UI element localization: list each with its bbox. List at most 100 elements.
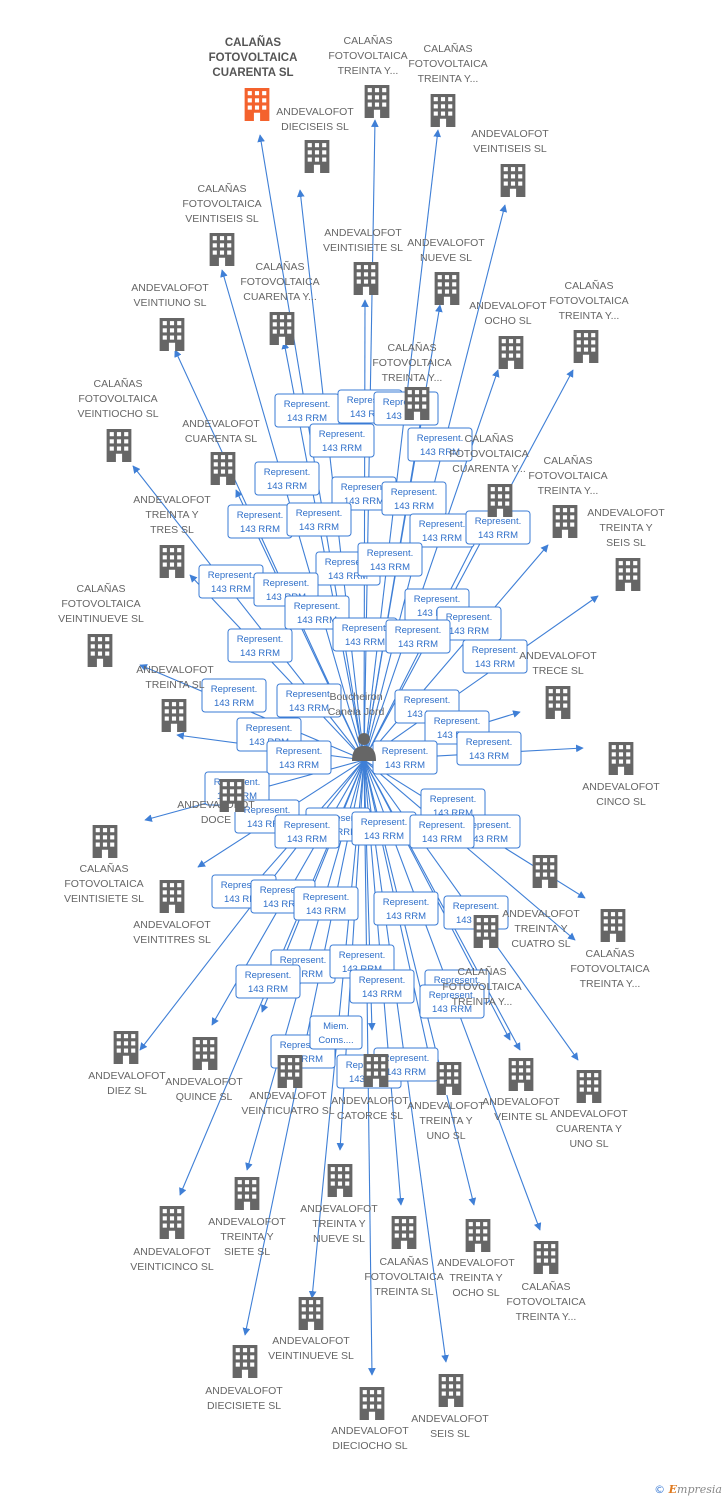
relationship-badge[interactable]: Represent.143 RRM xyxy=(456,731,522,766)
relationship-badge[interactable]: Represent.143 RRM xyxy=(372,740,438,775)
building-icon xyxy=(532,855,558,888)
relationship-badge[interactable]: Represent.143 RRM xyxy=(373,1047,439,1082)
company-label-line: CALAÑAS xyxy=(543,454,592,467)
badge-count: 143 RRM xyxy=(289,703,329,714)
relationship-badge[interactable]: Represent.143 RRM xyxy=(462,639,528,674)
relationship-badge[interactable]: Represent.143 RRM xyxy=(420,788,486,823)
relationship-badge[interactable]: Represent.143 RRM xyxy=(309,423,375,458)
badge-count: 143 RRM xyxy=(279,760,319,771)
badge-role: Represent. xyxy=(414,594,460,605)
company-label-line: VEINTINUEVE SL xyxy=(268,1350,354,1362)
badge-count: 143 RRM xyxy=(449,626,489,637)
relationship-badge[interactable]: Represent.143 RRM xyxy=(332,617,398,652)
edge-arrow xyxy=(363,595,599,761)
relationship-badge[interactable]: Represent.143 RRM xyxy=(266,740,332,775)
relationship-badge[interactable]: Represent.143 RRM xyxy=(409,513,475,548)
relationship-badge[interactable]: Represent.143 RRM xyxy=(201,678,267,713)
company-label-line: ANDEVALOFOT xyxy=(182,418,260,430)
company-label-line: ANDEVALOFOT xyxy=(133,494,211,506)
relationship-badge[interactable]: Represent.143 RRM xyxy=(357,542,423,577)
relationship-badge[interactable]: Represent.143 RRM xyxy=(254,461,320,496)
relationship-badge[interactable]: Represent.143 RRM xyxy=(227,628,293,663)
center-person[interactable]: Boucheiron Canela Jord xyxy=(328,691,385,761)
relationship-badge[interactable]: Represent.143 RRM xyxy=(381,481,447,516)
relationship-badge[interactable]: Represent.143 RRM xyxy=(373,891,439,926)
relationship-badge[interactable]: Represent.143 RRM xyxy=(227,504,293,539)
building-icon xyxy=(573,330,599,363)
relationship-badge[interactable]: Represent.143 RRM xyxy=(274,393,340,428)
relationship-badge-alt[interactable]: Miem.Coms.... xyxy=(309,1015,363,1050)
company-label-line: NUEVE SL xyxy=(420,252,472,264)
relationship-badge[interactable]: Represent.143 RRM xyxy=(198,564,264,599)
relationship-badge[interactable]: Represent.143 RRM xyxy=(385,619,451,654)
relationship-badge[interactable]: Represent.143 RRM xyxy=(276,683,342,718)
company-label-line: CALAÑAS xyxy=(76,582,125,595)
company-label-line: NUEVE SL xyxy=(313,1233,365,1245)
badge-role: Represent. xyxy=(404,695,450,706)
relationship-badge[interactable]: Represent.143 RRM xyxy=(274,814,340,849)
company-label-line: FOTOVOLTAICA xyxy=(449,448,528,460)
relationship-badge[interactable]: Represent.143 RRM xyxy=(235,964,301,999)
relationship-badge[interactable]: Represent.143 RRM xyxy=(349,969,415,1004)
building-icon xyxy=(277,1055,303,1088)
person-icon xyxy=(352,733,376,761)
relationship-badge[interactable]: Represent.143 RRM xyxy=(351,811,417,846)
relationship-badge[interactable]: Represent.143 RRM xyxy=(409,814,475,849)
company-label-line: TREINTA Y... xyxy=(580,978,641,990)
company-label-line: FOTOVOLTAICA xyxy=(182,198,261,210)
company-label-line: TREINTA Y... xyxy=(382,372,443,384)
badge-role: Represent. xyxy=(383,897,429,908)
relationship-badge[interactable]: Represent.143 RRM xyxy=(293,886,359,921)
edge-arrow xyxy=(296,189,365,761)
relationship-badge[interactable]: Represent.143 RRM xyxy=(419,984,485,1019)
relationship-badge[interactable]: Represent.143 RRM xyxy=(286,502,352,537)
relationship-badge[interactable]: Represent.143 RRM xyxy=(407,427,473,462)
